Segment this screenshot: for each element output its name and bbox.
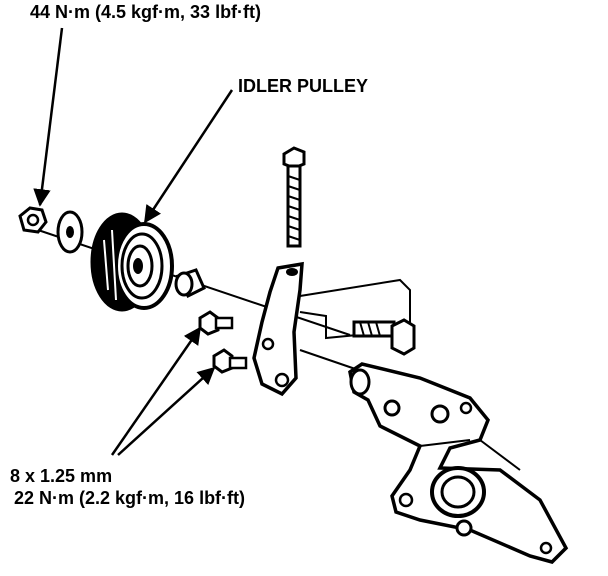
- pulley-bracket: [252, 261, 411, 397]
- idler-pulley-label: IDLER PULLEY: [238, 76, 369, 96]
- leader-bolt-lower: [117, 366, 216, 456]
- spacer-collar: [174, 268, 206, 299]
- torque-label-nut: 44 N·m (4.5 kgf·m, 33 lbf·ft): [30, 2, 262, 22]
- mounting-bolt-lower: [212, 348, 248, 374]
- flange-nut: [18, 206, 48, 234]
- leader-bolt-upper: [110, 326, 202, 456]
- leader-idler-pulley: [143, 89, 234, 224]
- assembly-axis-line: [37, 229, 371, 375]
- idler-pulley: [90, 212, 174, 312]
- vertical-bolt: [282, 146, 306, 248]
- washer: [56, 210, 84, 254]
- mounting-bracket: [348, 362, 569, 564]
- bolt-size-label: 8 x 1.25 mm: [10, 466, 113, 486]
- horizontal-bolt: [352, 318, 416, 356]
- torque-label-bolts: 22 N·m (2.2 kgf·m, 16 lbf·ft): [14, 488, 246, 508]
- leader-torque-nut: [33, 27, 64, 207]
- mounting-bolt-upper: [198, 310, 234, 336]
